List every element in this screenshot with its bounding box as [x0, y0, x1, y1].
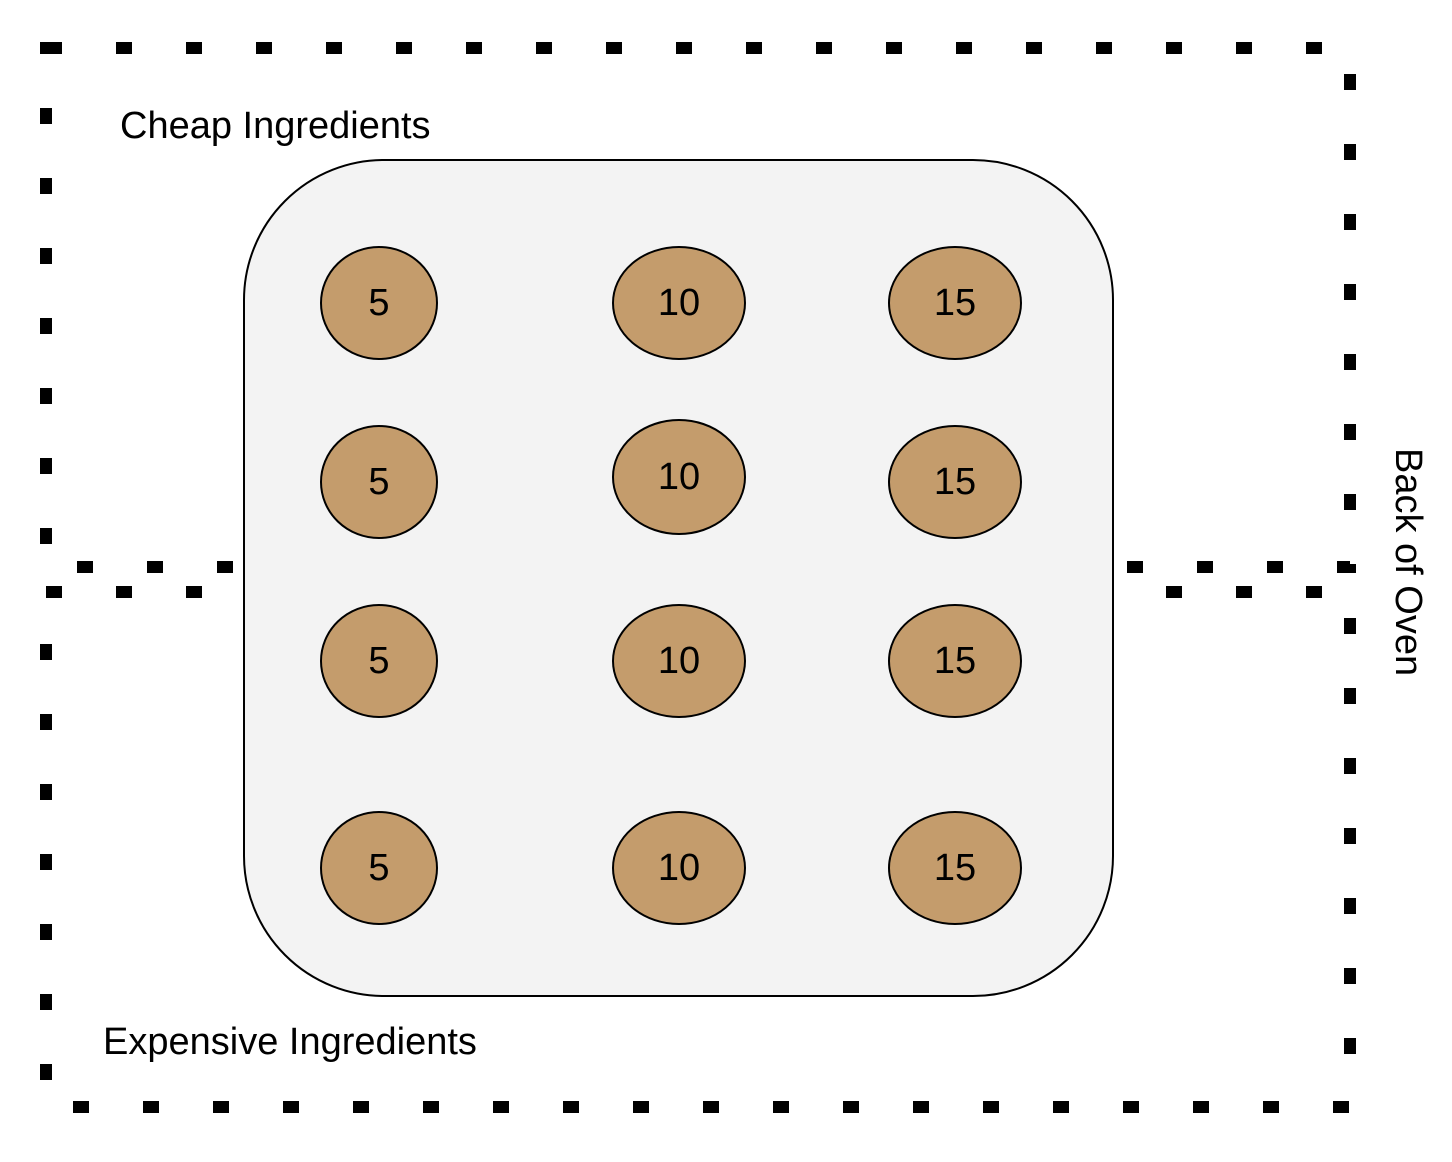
cookie-shape — [320, 246, 438, 360]
cookie-label: 15 — [934, 461, 976, 503]
cookie-shape — [888, 811, 1022, 925]
cookie-shape — [320, 811, 438, 925]
cookie: 5 — [320, 246, 438, 360]
cookie-shape — [888, 604, 1022, 718]
cookie-label: 10 — [658, 640, 700, 682]
cookie-label: 5 — [368, 640, 389, 682]
cookie-shape — [612, 811, 746, 925]
cookie-shape — [888, 246, 1022, 360]
cookie: 10 — [612, 604, 746, 718]
cookie: 10 — [612, 419, 746, 535]
cookie-label: 15 — [934, 282, 976, 324]
cookie-label: 10 — [658, 456, 700, 498]
expensive-ingredients-label: Expensive Ingredients — [103, 1021, 477, 1063]
cookie: 15 — [888, 425, 1022, 539]
cookie-label: 15 — [934, 640, 976, 682]
cookie-label: 5 — [368, 847, 389, 889]
cookie: 10 — [612, 811, 746, 925]
baking-tray — [243, 159, 1114, 997]
cookie: 5 — [320, 425, 438, 539]
cookie: 15 — [888, 246, 1022, 360]
cookie-row-1: 5 10 15 — [320, 246, 1022, 360]
cookie-label: 10 — [658, 282, 700, 324]
cookie-shape — [320, 604, 438, 718]
cookie-shape — [612, 419, 746, 535]
cookie-row-4: 5 10 15 — [320, 811, 1022, 925]
cookie: 5 — [320, 604, 438, 718]
cookie-label: 5 — [368, 461, 389, 503]
cookie-shape — [612, 604, 746, 718]
cookie-row-2: 5 10 15 — [320, 419, 1022, 539]
cookie: 15 — [888, 811, 1022, 925]
cheap-ingredients-label: Cheap Ingredients — [120, 105, 431, 147]
cookie: 5 — [320, 811, 438, 925]
cookie-label: 5 — [368, 282, 389, 324]
cookie-label: 10 — [658, 847, 700, 889]
cookie-label: 15 — [934, 847, 976, 889]
cookie: 15 — [888, 604, 1022, 718]
cookie-shape — [612, 246, 746, 360]
cookie-shape — [888, 425, 1022, 539]
cookie-shape — [320, 425, 438, 539]
cookie-row-3: 5 10 15 — [320, 604, 1022, 718]
cookie: 10 — [612, 246, 746, 360]
back-of-oven-label: Back of Oven — [1387, 448, 1429, 676]
